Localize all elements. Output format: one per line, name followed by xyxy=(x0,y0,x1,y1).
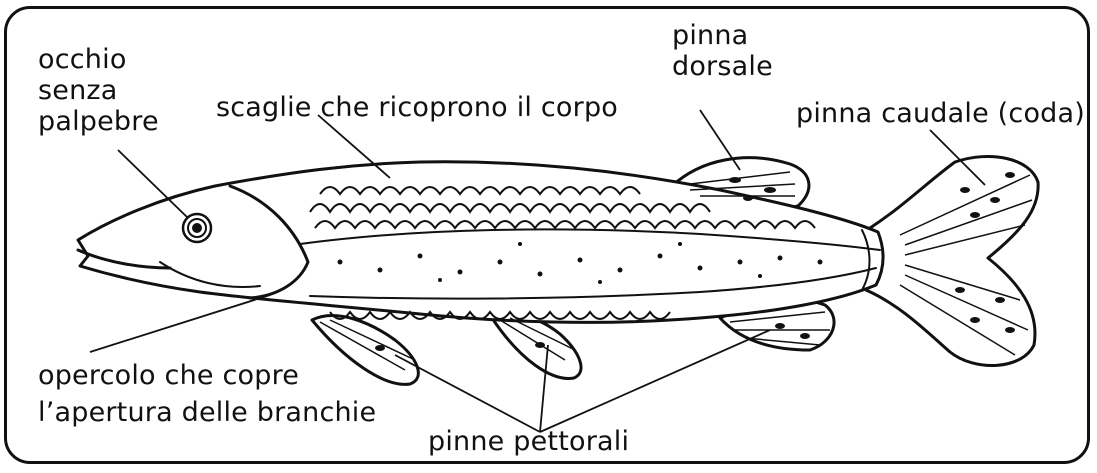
label-eye-line-2: senza xyxy=(38,75,159,106)
label-eye: occhio senza palpebre xyxy=(38,44,159,137)
label-eye-line-3: palpebre xyxy=(38,106,159,137)
label-operculum: opercolo che copre l’apertura delle bran… xyxy=(38,360,376,428)
label-dorsal-line-2: dorsale xyxy=(672,51,773,82)
leader-pectoral-3 xyxy=(540,330,770,432)
label-dorsal-line-1: pinna xyxy=(672,20,773,51)
label-caudal-fin: pinna caudale (coda) xyxy=(796,98,1085,129)
label-operculum-line-1: opercolo che copre xyxy=(38,360,376,391)
label-operculum-line-2: l’apertura delle branchie xyxy=(38,397,376,428)
label-eye-line-1: occhio xyxy=(38,44,159,75)
label-scales: scaglie che ricoprono il corpo xyxy=(216,92,618,123)
label-pectoral-fins: pinne pettorali xyxy=(428,426,629,457)
leader-operculum xyxy=(90,295,270,352)
label-dorsal-fin: pinna dorsale xyxy=(672,20,773,82)
caudal-fin xyxy=(866,156,1038,365)
leader-pectoral-1 xyxy=(395,355,540,432)
